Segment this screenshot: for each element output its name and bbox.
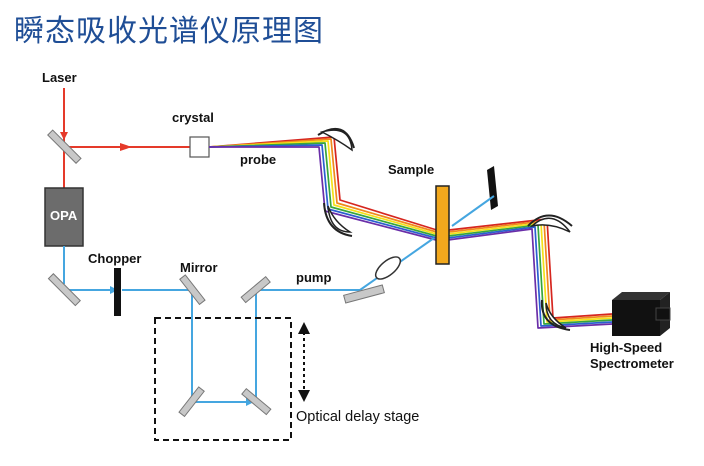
curved-mirror-3	[527, 214, 573, 233]
pump-label: pump	[296, 270, 331, 285]
crystal-label: crystal	[172, 110, 214, 125]
laser-label: Laser	[42, 70, 77, 85]
delay-stage-label: Optical delay stage	[296, 409, 419, 425]
delay-mirror-bottom-left	[178, 386, 205, 418]
page-title: 瞬态吸收光谱仪原理图	[14, 14, 324, 49]
beam-splitter-mirror	[47, 129, 82, 164]
crystal	[189, 136, 210, 158]
delay-mirror-top-right	[240, 275, 271, 304]
pump-beam	[63, 195, 495, 406]
chopper	[114, 268, 121, 316]
laser-beam	[60, 88, 190, 188]
opa-label: OPA	[50, 208, 78, 223]
sample-label: Sample	[388, 162, 434, 177]
pump-steering-mirror	[343, 284, 385, 304]
spectrometer	[612, 292, 671, 336]
probe-label: probe	[240, 152, 276, 167]
sample	[435, 185, 450, 265]
delay-mirror-top-left	[179, 274, 206, 306]
delay-arrow	[298, 322, 310, 402]
delay-stage-box	[154, 317, 292, 441]
curved-mirror-1	[317, 127, 355, 152]
spectrometer-label-line1: High-Speed	[590, 340, 662, 355]
mirror-label: Mirror	[180, 260, 218, 275]
curved-mirror-2	[323, 202, 353, 237]
chopper-label: Chopper	[88, 251, 141, 266]
pump-mirror-1	[47, 273, 81, 307]
spectrometer-label-line2: Spectrometer	[590, 356, 674, 371]
curved-mirror-4	[540, 299, 571, 331]
focusing-lens	[374, 256, 402, 280]
beam-block	[487, 166, 498, 210]
delay-mirror-bottom-right	[241, 387, 272, 416]
